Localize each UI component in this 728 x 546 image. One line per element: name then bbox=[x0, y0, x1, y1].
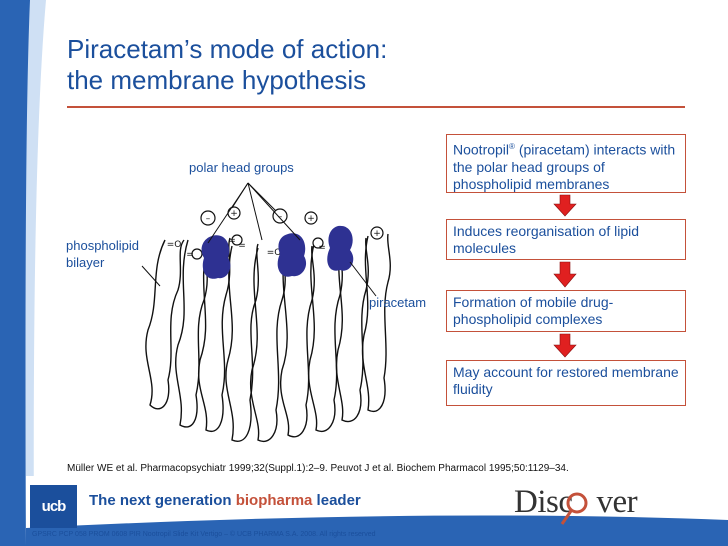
discover-post: ver bbox=[596, 484, 638, 520]
piracetam-pointer bbox=[349, 261, 377, 297]
registered-mark: ® bbox=[509, 142, 515, 151]
lipid-tail bbox=[145, 239, 185, 410]
piracetam-label: piracetam bbox=[369, 295, 427, 310]
flow-step-3: Formation of mobile drug-phospholipid co… bbox=[446, 290, 686, 332]
bilayer-label-line-1: phospholipid bbox=[66, 238, 140, 253]
flow-step-1-text-post: (piracetam) interacts with the polar hea… bbox=[453, 141, 676, 192]
positive-charge: + bbox=[230, 209, 238, 219]
polar-head bbox=[191, 248, 203, 260]
polar-pointer bbox=[247, 182, 277, 212]
ucb-logo: ucb bbox=[30, 485, 77, 528]
lipid-tail bbox=[335, 237, 369, 423]
polar-head bbox=[304, 211, 318, 225]
piracetam-blob bbox=[201, 235, 231, 279]
charge-symbols: – + – + + =O = = = =O = bbox=[167, 209, 381, 260]
polar-pointer bbox=[231, 182, 249, 209]
lipid-tail bbox=[361, 233, 391, 413]
phospholipid-bilayer-label: phospholipid bilayer bbox=[66, 237, 139, 271]
page-number: 32 bbox=[690, 504, 704, 518]
negative-charge: – bbox=[206, 214, 211, 224]
lipid-tail bbox=[308, 241, 343, 433]
callout-lines bbox=[141, 182, 377, 297]
lipid-tail bbox=[250, 245, 286, 443]
tagline-post: leader bbox=[312, 492, 361, 509]
tagline-highlight: biopharma bbox=[235, 492, 313, 509]
flow-step-1-text-pre: Nootropil bbox=[453, 141, 510, 158]
polar-head bbox=[370, 226, 384, 240]
bilayer-label-line-2: bilayer bbox=[66, 255, 105, 270]
polar-head bbox=[312, 237, 324, 249]
left-band-highlight bbox=[25, 0, 46, 546]
tagline: The next generation biopharma leader bbox=[89, 492, 361, 509]
negative-charge: – bbox=[278, 212, 283, 222]
flow-step-3-text: Formation of mobile drug-phospholipid co… bbox=[453, 294, 614, 327]
title-divider bbox=[67, 106, 685, 108]
polar-pointer bbox=[247, 182, 263, 241]
flow-step-4-text: May account for restored membrane fluidi… bbox=[453, 364, 679, 397]
slide-title: Piracetam’s mode of action: the membrane… bbox=[67, 34, 387, 96]
discover-pre: Disc bbox=[514, 484, 573, 520]
polar-head-groups-label: polar head groups bbox=[189, 160, 294, 175]
piracetam-molecules bbox=[201, 225, 354, 279]
down-arrow-icon bbox=[553, 261, 577, 288]
citation: Müller WE et al. Pharmacopsychiatr 1999;… bbox=[67, 463, 569, 474]
positive-charge: + bbox=[373, 229, 381, 239]
down-arrow-icon bbox=[553, 333, 577, 358]
bilayer-pointer bbox=[141, 265, 161, 287]
flow-step-4: May account for restored membrane fluidi… bbox=[446, 360, 686, 406]
bottom-white-panel bbox=[26, 476, 728, 528]
carbonyl-label: = bbox=[318, 243, 326, 253]
carbonyl-label: = bbox=[186, 250, 194, 260]
polar-head bbox=[231, 234, 243, 246]
carbonyl-label: =O bbox=[267, 248, 282, 258]
tagline-pre: The next generation bbox=[89, 492, 236, 509]
carbonyl-label: = bbox=[238, 241, 246, 251]
polar-head bbox=[272, 208, 288, 224]
piracetam-blob bbox=[277, 233, 307, 277]
title-line-1: Piracetam’s mode of action: bbox=[67, 34, 388, 64]
carbonyl-label: =O bbox=[167, 240, 182, 250]
flow-step-1: Nootropil® (piracetam) interacts with th… bbox=[446, 134, 686, 193]
legal-footer: GPSRC PCP 058 PROM 0608 PIR Nootropil Sl… bbox=[32, 531, 376, 538]
title-line-2: the membrane hypothesis bbox=[67, 65, 367, 95]
phospholipid-tails bbox=[145, 233, 391, 443]
positive-charge: + bbox=[307, 214, 315, 224]
polar-head-groups bbox=[191, 206, 384, 260]
carbonyl-label: = bbox=[228, 236, 236, 246]
polar-pointer bbox=[247, 182, 301, 241]
lipid-tail bbox=[198, 237, 231, 433]
polar-head bbox=[200, 210, 216, 226]
lipid-tail bbox=[225, 243, 259, 442]
flow-step-2-text: Induces reorganisation of lipid molecule… bbox=[453, 223, 640, 256]
piracetam-blob bbox=[327, 225, 354, 271]
flow-step-2: Induces reorganisation of lipid molecule… bbox=[446, 219, 686, 260]
down-arrow-icon bbox=[553, 194, 577, 217]
